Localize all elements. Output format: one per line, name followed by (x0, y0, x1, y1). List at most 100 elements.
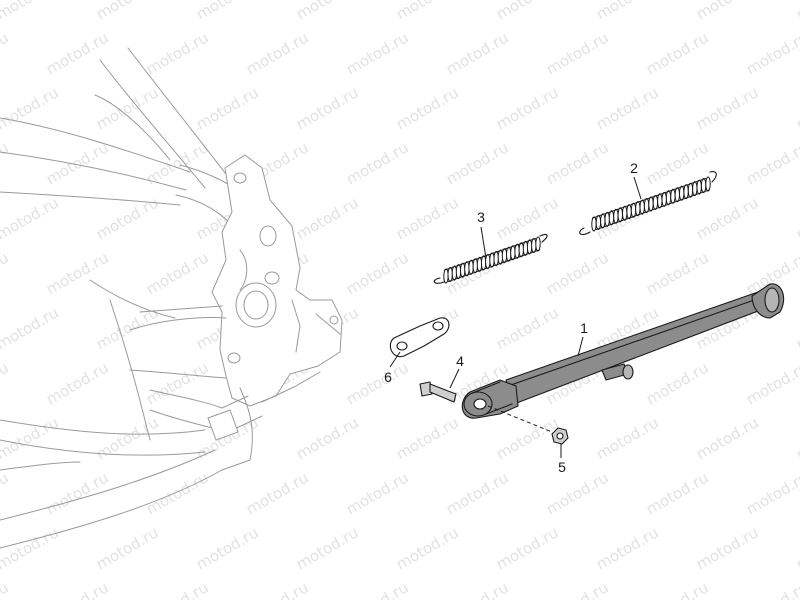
watermark-text: motod.ru (643, 138, 712, 188)
watermark-text: motod.ru (443, 468, 512, 518)
watermark-text: motod.ru (393, 0, 462, 23)
watermark-text: motod.ru (743, 138, 800, 188)
spring-edge (447, 249, 541, 283)
nut (551, 427, 569, 445)
watermark-text: motod.ru (143, 248, 212, 298)
watermark-text: motod.ru (93, 193, 162, 243)
spring-outer (579, 171, 717, 236)
watermark-text: motod.ru (693, 83, 762, 133)
callout-6: 6 (384, 369, 392, 385)
watermark-text: motod.ru (543, 578, 612, 600)
spring-coil (665, 190, 672, 206)
watermark-text: motod.ru (43, 468, 112, 518)
watermark-text: motod.ru (43, 28, 112, 78)
watermark-text: motod.ru (693, 0, 762, 23)
watermark-text: motod.ru (93, 83, 162, 133)
watermark-text: motod.ru (543, 138, 612, 188)
watermark-text: motod.ru (393, 413, 462, 463)
watermark-text: motod.ru (0, 193, 62, 243)
spring-coil (626, 204, 632, 220)
spring-coil (639, 199, 645, 215)
watermark-text: motod.ru (93, 413, 162, 463)
watermark-text: motod.ru (593, 413, 662, 463)
pivot-bolt (419, 381, 457, 403)
watermark-text: motod.ru (343, 28, 412, 78)
watermark-text: motod.ru (343, 138, 412, 188)
watermark-text: motod.ru (543, 28, 612, 78)
watermark-text: motod.ru (793, 83, 800, 133)
spring-plate (389, 317, 450, 358)
spring-coil (535, 236, 541, 252)
watermark-text: motod.ru (0, 28, 12, 78)
watermark-text: motod.ru (693, 523, 762, 573)
watermark-text: motod.ru (193, 83, 262, 133)
watermark-text: motod.ru (493, 83, 562, 133)
spring-coil (600, 213, 606, 229)
watermark-text: motod.ru (393, 193, 462, 243)
watermark-text: motod.ru (643, 248, 712, 298)
watermark-text: motod.ru (643, 28, 712, 78)
watermark-text: motod.ru (343, 578, 412, 600)
spring-inner-coils (443, 236, 541, 284)
watermark-text: motod.ru (0, 83, 62, 133)
watermark-text: motod.ru (493, 0, 562, 23)
watermark-text: motod.ru (0, 358, 12, 408)
watermark-text: motod.ru (0, 248, 12, 298)
watermark-text: motod.ru (0, 413, 62, 463)
callout-1: 1 (580, 320, 588, 336)
watermark-text: motod.ru (293, 0, 362, 23)
watermark-text: motod.ru (643, 578, 712, 600)
watermark-text: motod.ru (543, 248, 612, 298)
spring-coil (696, 179, 702, 195)
watermark-text: motod.ru (193, 523, 262, 573)
watermark-text: motod.ru (143, 358, 212, 408)
watermark-text: motod.ru (443, 578, 512, 600)
watermark-text: motod.ru (143, 28, 212, 78)
watermark-text: motod.ru (43, 248, 112, 298)
spring-coil (652, 195, 659, 210)
spring-coil (687, 182, 694, 198)
assembly-axis (487, 405, 553, 433)
spring-coil (643, 198, 650, 213)
watermark-text: motod.ru (43, 138, 112, 188)
spring-inner (433, 233, 548, 284)
spring-coil (692, 181, 698, 197)
watermark-text: motod.ru (443, 138, 512, 188)
watermark-text: motod.ru (393, 83, 462, 133)
watermark-text: motod.ru (593, 0, 662, 23)
callout-2: 2 (630, 160, 638, 176)
watermark-text: motod.ru (793, 413, 800, 463)
watermark-text: motod.ru (43, 358, 112, 408)
watermark-text: motod.ru (793, 303, 800, 353)
leader-lines (389, 176, 642, 458)
spring-coil (613, 208, 619, 224)
watermark-text: motod.ru (743, 28, 800, 78)
watermark-text: motod.ru (243, 28, 312, 78)
spring-coil (621, 205, 628, 221)
watermark-text: motod.ru (693, 413, 762, 463)
watermark-text: motod.ru (643, 468, 712, 518)
watermark-text: motod.ru (493, 413, 562, 463)
watermark-text: motod.ru (443, 28, 512, 78)
watermark-text: motod.ru (793, 523, 800, 573)
motorcycle-frame (0, 47, 343, 549)
spring-coil (648, 196, 654, 212)
watermark-text: motod.ru (693, 193, 762, 243)
watermark-text: motod.ru (493, 193, 562, 243)
watermark-text: motod.ru (493, 523, 562, 573)
watermark-text: motod.ru (743, 578, 800, 600)
spring-coil (591, 216, 597, 232)
watermark-text: motod.ru (93, 523, 162, 573)
spring-edge (595, 189, 711, 231)
watermark-text: motod.ru (343, 468, 412, 518)
watermark-text: motod.ru (0, 578, 12, 600)
watermark-text: motod.ru (143, 578, 212, 600)
spring-coil (683, 184, 689, 200)
watermark-text: motod.ru (243, 578, 312, 600)
watermark-text: motod.ru (43, 578, 112, 600)
watermark-text: motod.ru (493, 303, 562, 353)
spring-coil (705, 176, 711, 192)
